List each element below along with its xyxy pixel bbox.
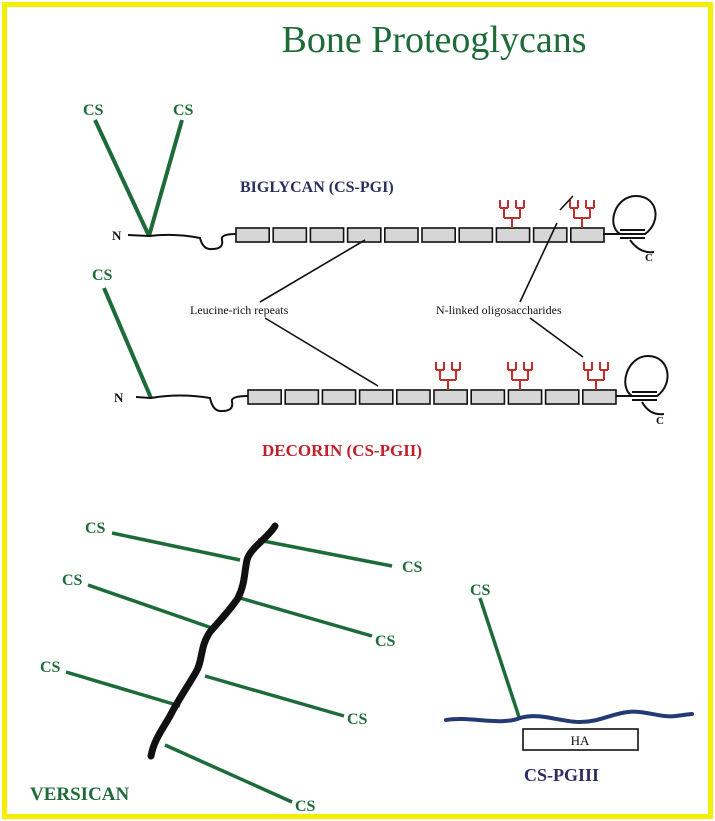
decorin-name: DECORIN (CS-PGII) bbox=[262, 441, 422, 460]
versican-cs-label: CS bbox=[375, 633, 396, 650]
biglycan-n-tail bbox=[127, 233, 237, 251]
cspgiii-name: CS-PGIII bbox=[524, 765, 599, 785]
versican-core-protein bbox=[147, 522, 279, 760]
ha-box bbox=[522, 728, 639, 751]
decorin-repeat-box bbox=[358, 389, 394, 405]
decorin-repeat-box bbox=[395, 389, 431, 405]
biglycan-cs-chain bbox=[147, 119, 184, 237]
ha-chain bbox=[444, 709, 694, 725]
versican-cs-label: CS bbox=[402, 559, 423, 576]
biglycan-cs-label: CS bbox=[83, 102, 104, 119]
versican-molecule: CS CS CS CS CS CS CS VERSICAN bbox=[30, 520, 423, 815]
versican-cs-chain bbox=[164, 743, 293, 804]
leucine-repeats-label: Leucine-rich repeats bbox=[190, 303, 289, 317]
biglycan-repeat-box bbox=[235, 227, 271, 243]
versican-cs-chain bbox=[87, 583, 213, 630]
biglycan-repeat-box bbox=[569, 227, 605, 243]
versican-cs-chain bbox=[257, 538, 393, 568]
biglycan-repeat-box bbox=[495, 227, 531, 243]
biglycan-repeat-box bbox=[532, 227, 568, 243]
decorin-repeat-box bbox=[321, 389, 357, 405]
pointer-line bbox=[259, 239, 366, 303]
versican-cs-label: CS bbox=[40, 659, 61, 676]
biglycan-oligosaccharide bbox=[569, 200, 595, 228]
biglycan-n-terminus: N bbox=[112, 228, 122, 243]
biglycan-cs-chain bbox=[93, 119, 151, 237]
biglycan-repeat-box bbox=[346, 227, 382, 243]
decorin-molecule: CS N C DECORIN (CS-PGII) bbox=[92, 267, 669, 460]
biglycan-c-terminus: C bbox=[645, 252, 653, 264]
decorin-leucine-repeats bbox=[247, 389, 617, 405]
ha-label: HA bbox=[571, 733, 590, 748]
decorin-repeat-box bbox=[507, 389, 543, 405]
cspgiii-cs-chain bbox=[478, 597, 522, 721]
decorin-repeat-box bbox=[247, 389, 283, 405]
biglycan-c-loop bbox=[603, 194, 657, 235]
biglycan-repeat-box bbox=[458, 227, 494, 243]
versican-cs-label: CS bbox=[347, 711, 368, 728]
biglycan-name: BIGLYCAN (CS-PGI) bbox=[240, 179, 394, 196]
biglycan-oligosaccharides bbox=[499, 200, 595, 228]
decorin-oligosaccharide bbox=[435, 362, 461, 390]
versican-cs-label: CS bbox=[85, 520, 106, 537]
decorin-c-terminus: C bbox=[656, 415, 664, 427]
decorin-oligosaccharide bbox=[507, 362, 533, 390]
decorin-repeat-box bbox=[470, 389, 506, 405]
biglycan-molecule: CS CS N C BIGLYCAN (CS-PGI) bbox=[83, 102, 657, 264]
decorin-repeat-box bbox=[544, 389, 580, 405]
decorin-repeat-box bbox=[581, 389, 617, 405]
biglycan-leucine-repeats bbox=[235, 227, 605, 243]
decorin-repeat-box bbox=[284, 389, 320, 405]
pointer-line bbox=[529, 317, 584, 358]
biglycan-repeat-box bbox=[383, 227, 419, 243]
versican-cs-chain bbox=[204, 674, 345, 718]
biglycan-repeat-box bbox=[272, 227, 308, 243]
pointer-line bbox=[519, 222, 558, 303]
versican-cs-label: CS bbox=[295, 798, 316, 815]
decorin-c-loop bbox=[616, 354, 669, 397]
decorin-n-tail bbox=[135, 394, 249, 413]
versican-cs-chain bbox=[111, 531, 241, 562]
decorin-oligosaccharide bbox=[583, 362, 609, 390]
decorin-cs-label: CS bbox=[92, 267, 113, 284]
biglycan-cs-label: CS bbox=[173, 102, 194, 119]
page-title: Bone Proteoglycans bbox=[281, 19, 586, 61]
pointer-line bbox=[264, 317, 379, 387]
decorin-oligosaccharides bbox=[435, 362, 609, 390]
biglycan-oligosaccharide bbox=[499, 200, 525, 228]
decorin-repeat-box bbox=[433, 389, 469, 405]
decorin-cs-chain bbox=[102, 287, 153, 399]
versican-cs-chain bbox=[65, 670, 181, 708]
biglycan-repeat-box bbox=[309, 227, 345, 243]
versican-cs-chain bbox=[239, 596, 373, 638]
decorin-n-terminus: N bbox=[114, 390, 124, 405]
cspgiii-molecule: CS HA CS-PGIII bbox=[444, 582, 694, 785]
versican-cs-label: CS bbox=[62, 572, 83, 589]
biglycan-repeat-box bbox=[421, 227, 457, 243]
cspgiii-cs-label: CS bbox=[470, 582, 491, 599]
versican-name: VERSICAN bbox=[30, 784, 130, 805]
oligosaccharides-label: N-linked oligosaccharides bbox=[436, 303, 562, 317]
